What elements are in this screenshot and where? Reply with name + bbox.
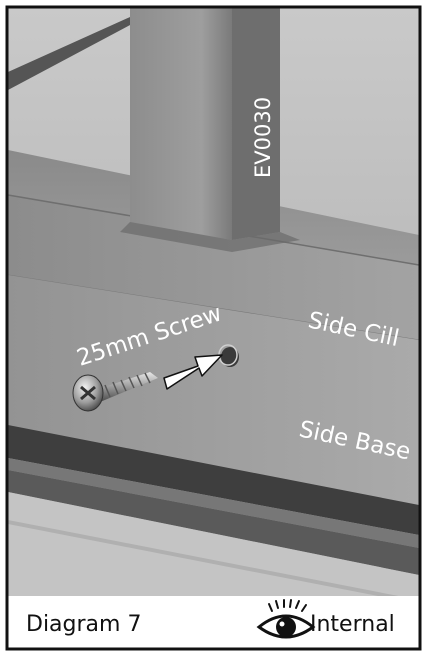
arrow-icon <box>163 354 223 390</box>
screw-graphic <box>72 372 158 412</box>
base-groove-lip <box>8 458 419 548</box>
base-floor-edge <box>8 520 419 604</box>
post-side <box>232 8 280 240</box>
base-groove-shadow <box>8 470 419 575</box>
caption-band <box>8 596 419 648</box>
side-cill-face <box>8 195 419 340</box>
diagram-frame <box>5 5 422 651</box>
post-front <box>130 8 232 240</box>
diagram-number-label: Diagram 7 <box>26 612 142 637</box>
eye-icon <box>256 599 316 639</box>
base-groove-dark <box>8 425 419 535</box>
post-shadow <box>120 222 300 252</box>
top-rail <box>8 8 162 90</box>
view-label: Internal <box>310 612 395 637</box>
part-code-label: EV0030 <box>251 97 275 178</box>
